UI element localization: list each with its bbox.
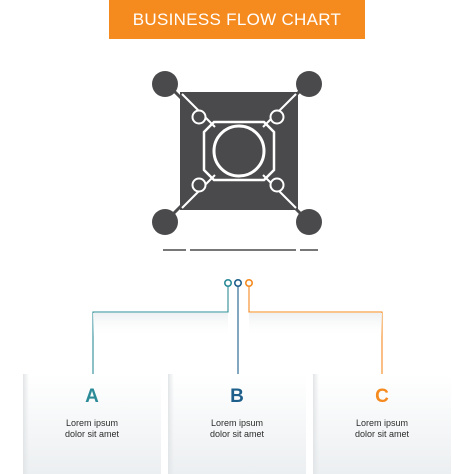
- network-hub-icon: [152, 71, 322, 235]
- step-desc-b-line1: Lorem ipsum: [210, 418, 264, 428]
- step-desc-b-line2: dolor sit amet: [209, 429, 265, 439]
- step-desc-a-line1: Lorem ipsum: [65, 418, 119, 428]
- step-desc-a: Lorem ipsum dolor sit amet: [23, 418, 161, 440]
- title-banner: BUSINESS FLOW CHART: [109, 0, 365, 39]
- chart-title: BUSINESS FLOW CHART: [132, 9, 342, 29]
- step-desc-c-line1: Lorem ipsum: [355, 418, 409, 428]
- connector-dot-a: [224, 278, 233, 287]
- step-card-b: B Lorem ipsum dolor sit amet: [168, 374, 306, 474]
- step-desc-c: Lorem ipsum dolor sit amet: [313, 418, 451, 440]
- step-desc-c-line2: dolor sit amet: [354, 429, 410, 439]
- step-desc-b: Lorem ipsum dolor sit amet: [168, 418, 306, 440]
- step-desc-a-line2: dolor sit amet: [64, 429, 120, 439]
- step-letter-c: C: [375, 386, 389, 407]
- connector-dot-b: [234, 278, 243, 287]
- step-card-c: C Lorem ipsum dolor sit amet: [313, 374, 451, 474]
- connector-line-c: [248, 286, 383, 374]
- step-letter-b: B: [230, 386, 244, 407]
- connector-line-a: [92, 286, 229, 374]
- step-card-a: A Lorem ipsum dolor sit amet: [23, 374, 161, 474]
- step-letter-a: A: [85, 386, 99, 407]
- connector-dot-c: [245, 278, 254, 287]
